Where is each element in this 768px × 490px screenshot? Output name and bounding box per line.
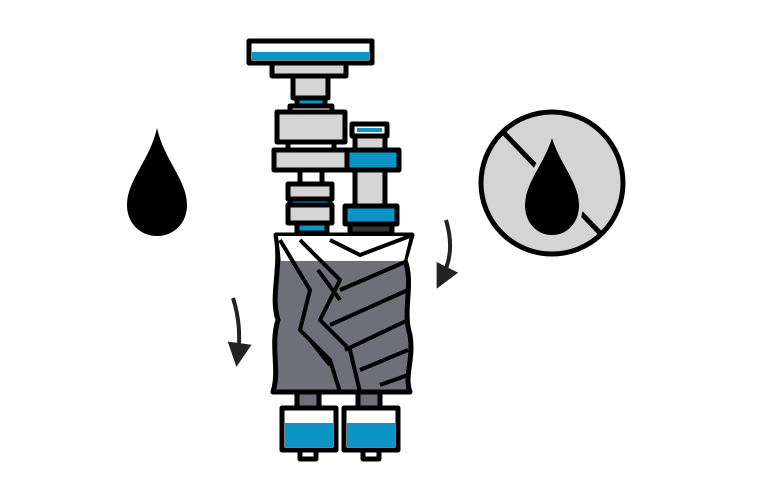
no-oil-icon bbox=[478, 109, 626, 257]
oil-drop-icon bbox=[127, 128, 187, 236]
rotation-arrow-left-icon bbox=[227, 297, 252, 367]
screw-compressor-illustration bbox=[246, 38, 415, 462]
rotation-arrow-right-icon bbox=[436, 219, 459, 289]
